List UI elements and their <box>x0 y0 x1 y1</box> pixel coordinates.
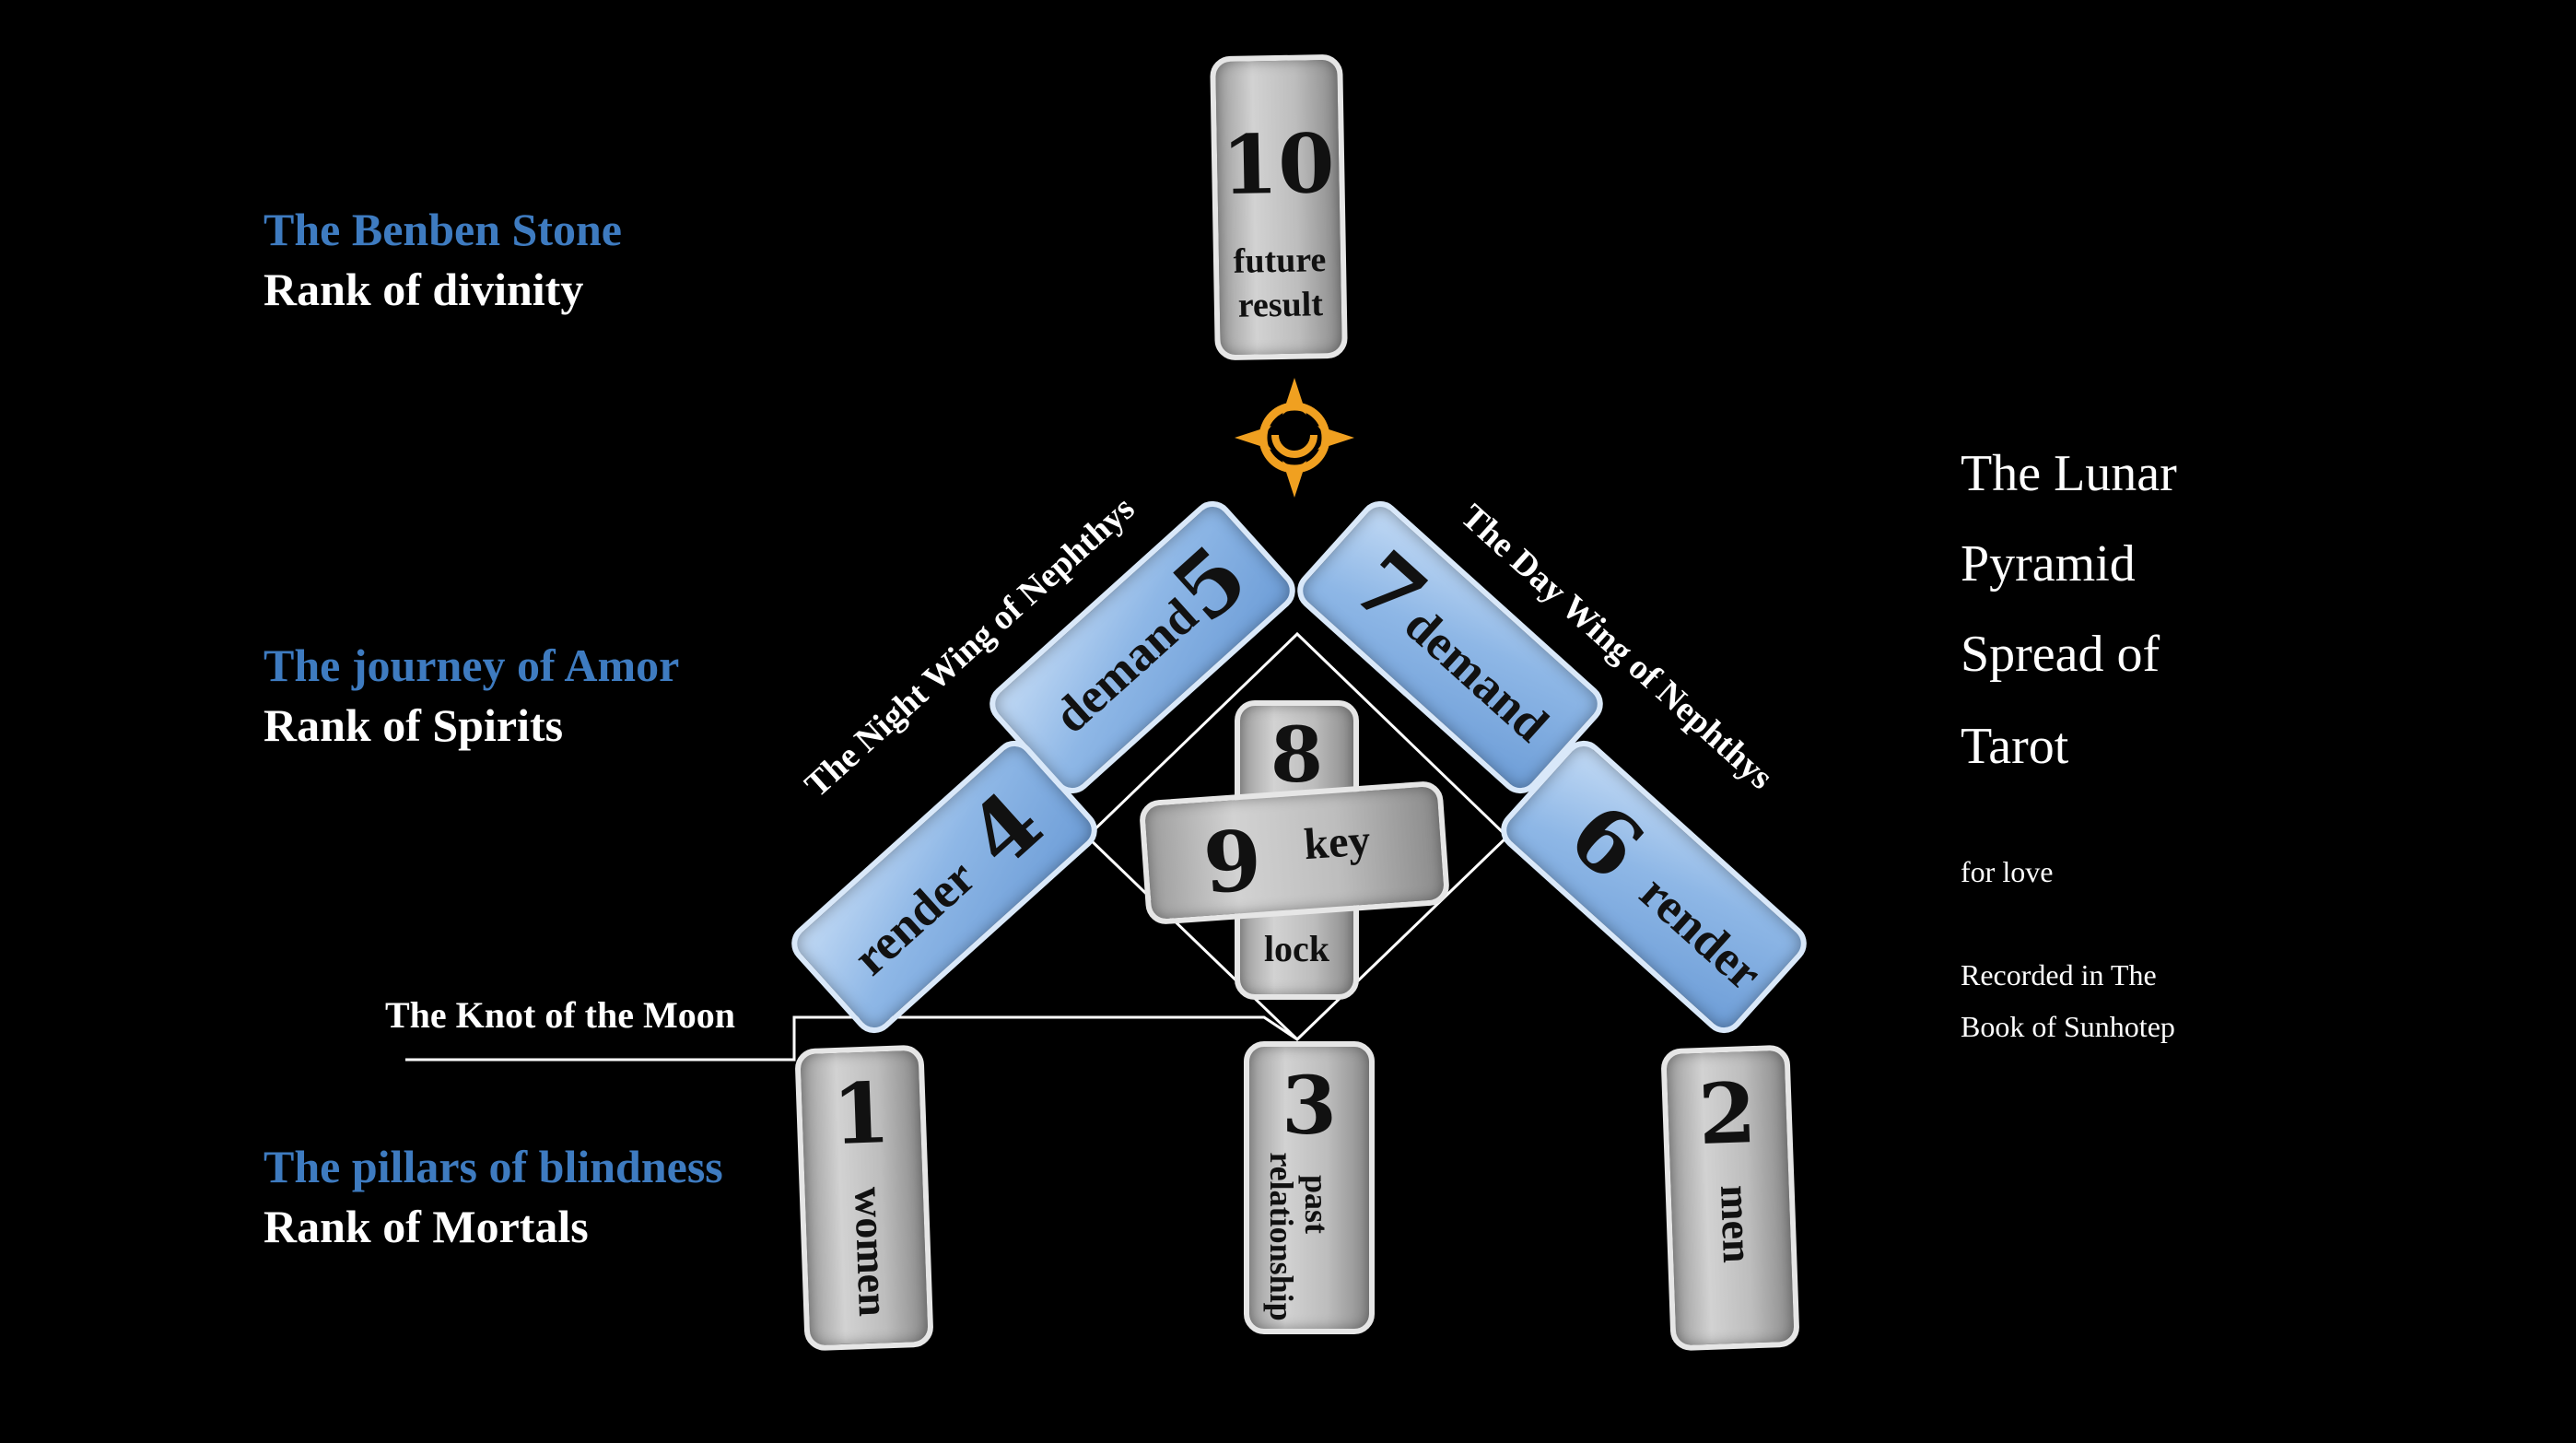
spread-purpose: for love <box>1961 855 2054 888</box>
card-10: 10 future result <box>1210 53 1348 361</box>
spread-title-line-4: Tarot <box>1961 718 2069 775</box>
card-2: 2 men <box>1660 1044 1800 1352</box>
card-10-label-1: future <box>1233 240 1327 281</box>
card-3-label-1: past <box>1298 1174 1335 1235</box>
rank-subtitle-mortals: Rank of Mortals <box>263 1201 589 1252</box>
card-8-number: 8 <box>1270 711 1324 800</box>
spread-source-line-2: Book of Sunhotep <box>1961 1010 2175 1043</box>
card-10-label-2: result <box>1237 285 1324 325</box>
card-1-label: women <box>846 1186 897 1318</box>
spread-title-line-3: Spread of <box>1961 626 2160 683</box>
card-1: 1 women <box>794 1044 934 1352</box>
card-9-number: 9 <box>1200 811 1265 913</box>
card-8-label: lock <box>1263 928 1330 969</box>
card-9: 9 key <box>1138 780 1451 926</box>
card-2-label: men <box>1712 1184 1762 1264</box>
card-3-label-2: relationship <box>1263 1152 1300 1321</box>
rank-subtitle-spirits: Rank of Spirits <box>263 699 564 751</box>
rank-subtitle-divinity: Rank of divinity <box>263 264 584 315</box>
spread-source-line-1: Recorded in The <box>1961 958 2157 991</box>
knot-of-the-moon-label: The Knot of the Moon <box>385 994 735 1036</box>
card-6-number: 6 <box>1549 783 1663 900</box>
card-3: 3 past relationship <box>1244 1041 1375 1334</box>
rank-title-pillars: The pillars of blindness <box>263 1141 723 1192</box>
spread-title-line-1: The Lunar <box>1961 445 2177 502</box>
spread-title-line-2: Pyramid <box>1961 535 2136 592</box>
moon-sun-compass-icon <box>1235 378 1354 498</box>
card-10-number: 10 <box>1221 114 1336 214</box>
knot-connector-line <box>405 1015 1298 1062</box>
card-3-number: 3 <box>1282 1060 1337 1153</box>
rank-title-amor: The journey of Amor <box>263 639 680 691</box>
rank-title-benben: The Benben Stone <box>263 204 622 255</box>
card-9-label: key <box>1302 815 1373 870</box>
